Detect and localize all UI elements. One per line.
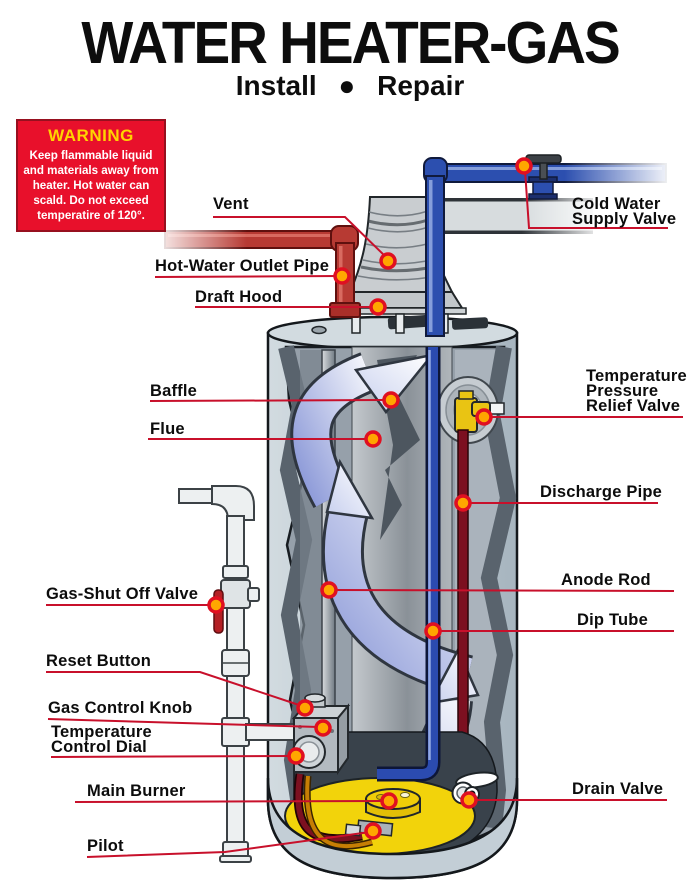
- warning-box: WARNING Keep flammable liquid and materi…: [16, 119, 166, 233]
- dot-anode-rod: [320, 581, 338, 599]
- label-dip-tube: Dip Tube: [577, 611, 648, 629]
- dot-pilot: [364, 822, 382, 840]
- gas-supply-line: [178, 485, 299, 863]
- label-hot-water-outlet-pipe: Hot-Water Outlet Pipe: [155, 257, 330, 275]
- dot-draft-hood: [369, 298, 387, 316]
- leader-hot-water-outlet: [154, 275, 341, 278]
- label-gas-shut-off-valve: Gas-Shut Off Valve: [46, 585, 199, 603]
- label-draft-hood: Draft Hood: [195, 288, 283, 306]
- label-drain-valve: Drain Valve: [572, 780, 664, 798]
- dot-tp-relief-valve: [475, 408, 493, 426]
- dot-hot-water-outlet: [333, 267, 351, 285]
- label-gas-control-knob: Gas Control Knob: [48, 699, 193, 717]
- leader-baffle: [149, 399, 389, 402]
- temperature-pressure-relief-valve: [437, 376, 505, 444]
- label-pilot: Pilot: [87, 837, 124, 855]
- leader-cold-water-valve: [524, 169, 668, 229]
- dot-flue: [364, 430, 382, 448]
- dip-tube: [377, 347, 441, 782]
- label-main-burner: Main Burner: [87, 782, 186, 800]
- callout-dots: [207, 157, 533, 840]
- label-reset-button: Reset Button: [46, 652, 152, 670]
- dot-baffle: [382, 391, 400, 409]
- top-hole: [311, 325, 327, 335]
- leader-reset-button: [46, 671, 303, 707]
- label-temperature-pressure-relief-valve: Temperature Pressure Relief Valve: [586, 367, 687, 415]
- dot-dip-tube: [424, 622, 442, 640]
- page-subtitle: Install ● Repair: [235, 70, 465, 101]
- dot-reset-button: [296, 699, 314, 717]
- top-vent-slot: [451, 317, 489, 330]
- discharge-pipe: [457, 429, 469, 756]
- label-cold-water-supply-valve: Cold Water Supply Valve: [572, 195, 677, 228]
- warning-body: Keep flammable liquid and materials away…: [23, 149, 159, 223]
- dot-cold-water-valve: [515, 157, 533, 175]
- dot-gas-shut-off: [207, 596, 225, 614]
- hot-water-pipe: [164, 225, 361, 318]
- leader-gas-control-knob: [47, 718, 320, 728]
- dot-main-burner: [380, 792, 398, 810]
- label-baffle: Baffle: [150, 382, 198, 400]
- dot-drain-valve: [460, 791, 478, 809]
- label-discharge-pipe: Discharge Pipe: [540, 483, 663, 501]
- vent-duct: [348, 196, 593, 293]
- leader-pilot: [86, 831, 371, 858]
- cold-water-pipe: [423, 154, 667, 337]
- dot-gas-control-knob: [314, 719, 332, 737]
- dot-temp-control-dial: [287, 747, 305, 765]
- label-flue: Flue: [150, 420, 185, 438]
- label-anode-rod: Anode Rod: [561, 571, 651, 589]
- leader-main-burner: [74, 800, 386, 803]
- leader-vent: [213, 216, 389, 260]
- leader-anode-rod: [332, 589, 675, 592]
- leader-temp-control-dial: [50, 755, 293, 758]
- dot-vent: [379, 252, 397, 270]
- gas-control-unit: [291, 693, 351, 776]
- label-temperature-control-dial: Temperature Control Dial: [51, 723, 152, 756]
- callout-leader-lines: [46, 169, 683, 858]
- cold-water-valve: [525, 154, 562, 200]
- page-title: WATER HEATER-GAS: [81, 9, 620, 77]
- warning-heading: WARNING: [48, 126, 134, 145]
- label-vent: Vent: [213, 195, 249, 213]
- dot-discharge-pipe: [454, 494, 472, 512]
